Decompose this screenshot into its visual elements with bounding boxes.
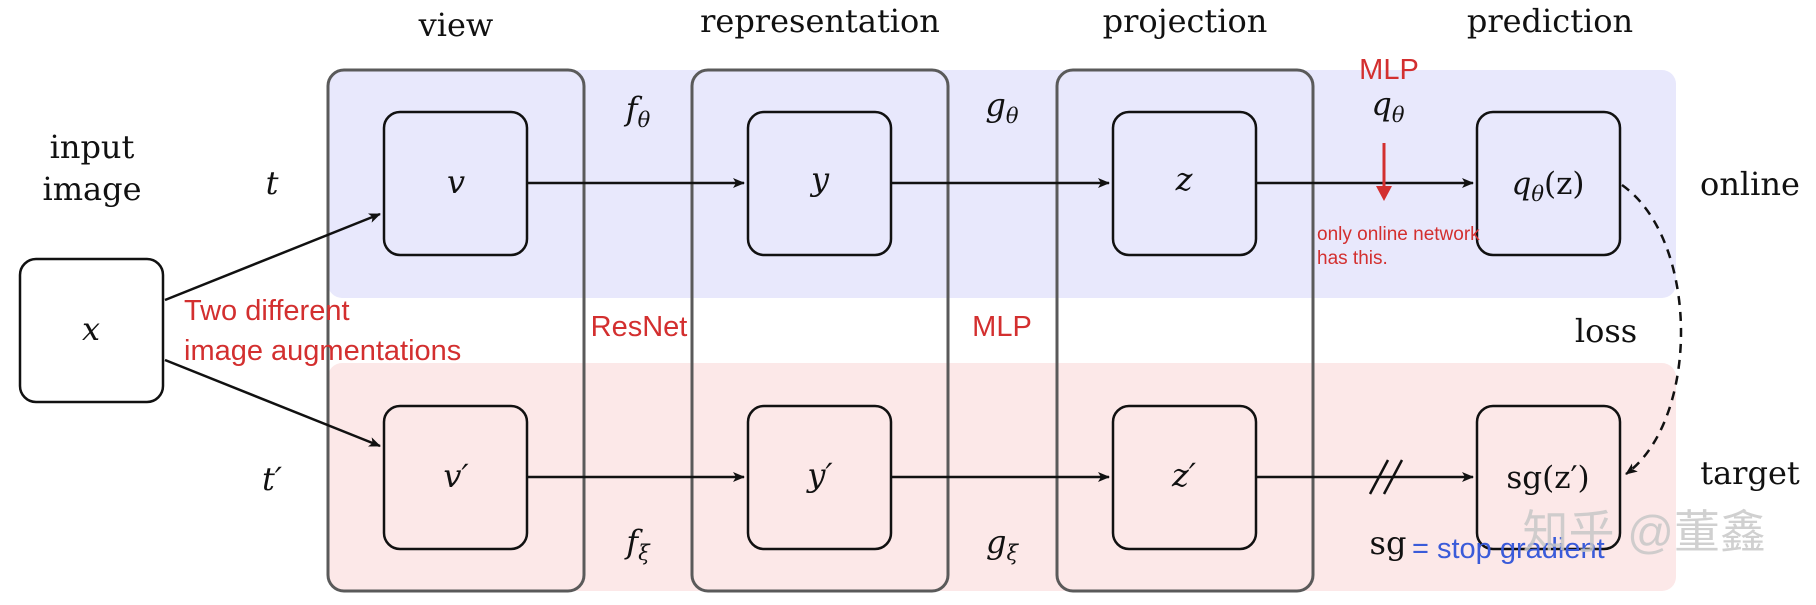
column-header-projection: projection	[1103, 2, 1268, 40]
only-online-annotation-line1: only online network	[1317, 224, 1480, 245]
stop-gradient-symbol: sg	[1370, 524, 1407, 562]
column-header-view: view	[418, 6, 494, 44]
input-label-line2: image	[42, 170, 141, 208]
target-prediction-node-label: sg(z′)	[1506, 460, 1589, 496]
input-node-box	[18, 257, 165, 404]
online-projector-label: gθ	[985, 86, 1018, 128]
target-view-node-label: v′	[443, 457, 469, 495]
column-header-prediction: prediction	[1467, 2, 1633, 40]
view-column-frame	[326, 68, 586, 593]
input-label-line1: input	[50, 128, 135, 166]
arrow-input-to-online-view	[164, 212, 381, 302]
stop-gradient-slash-icon	[1368, 459, 1404, 495]
mlp-predictor-annotation: MLP	[1359, 54, 1419, 86]
only-online-annotation-line2: has this.	[1317, 248, 1388, 269]
loss-label: loss	[1575, 312, 1637, 350]
online-representation-node-label: y	[809, 160, 830, 198]
predictor-down-arrow-icon	[1376, 143, 1392, 201]
target-row-label: target	[1700, 454, 1800, 492]
loss-dashed-arc	[1621, 183, 1683, 476]
column-header-representation: representation	[700, 2, 940, 40]
representation-column-frame	[690, 68, 950, 593]
watermark-text: 知乎 @董鑫	[1523, 506, 1766, 558]
online-projection-node-label: z	[1175, 160, 1194, 198]
stop-gradient-annotation: = stop gradient	[1412, 533, 1605, 565]
target-prediction-node-box	[1475, 404, 1622, 551]
target-projection-node-label: z′	[1171, 456, 1197, 494]
online-view-node-label: v	[447, 163, 465, 201]
target-transform-label: t′	[262, 460, 283, 498]
input-node-label: x	[82, 310, 100, 348]
target-projector-label: gξ	[986, 523, 1019, 565]
augmentations-annotation-line2: image augmentations	[184, 335, 461, 367]
augmentations-annotation-line1: Two different	[184, 295, 350, 327]
resnet-annotation: ResNet	[591, 311, 688, 343]
target-representation-node-label: y′	[805, 456, 833, 494]
arrow-input-to-target-view	[164, 358, 381, 448]
online-transform-label: t	[266, 164, 279, 202]
mlp-projector-annotation: MLP	[972, 311, 1032, 343]
projection-column-frame	[1055, 68, 1315, 593]
online-row-label: online	[1700, 165, 1800, 203]
online-prediction-node-label: qθ(z)	[1511, 166, 1584, 206]
online-predictor-label: qθ	[1371, 85, 1404, 127]
online-prediction-node-box	[1475, 110, 1622, 257]
